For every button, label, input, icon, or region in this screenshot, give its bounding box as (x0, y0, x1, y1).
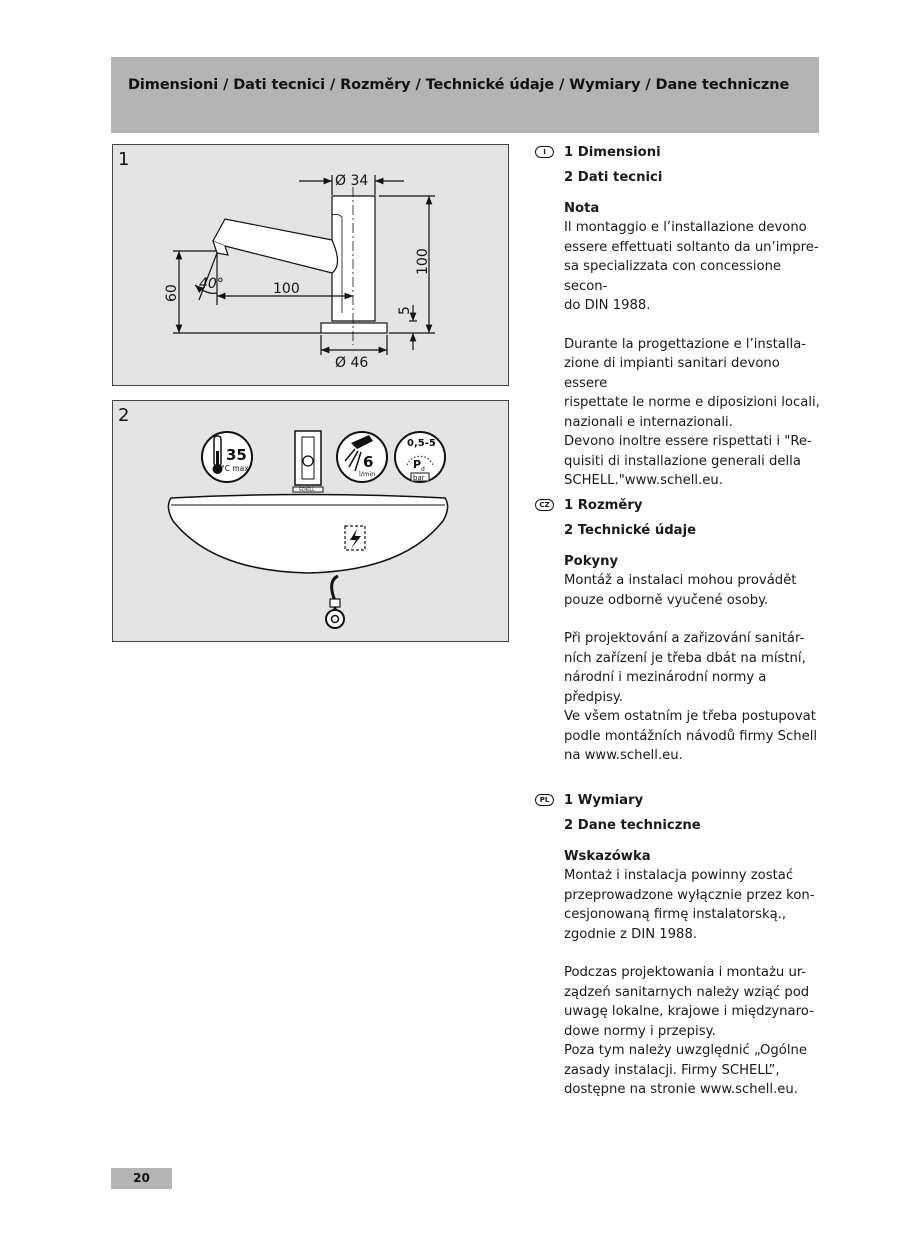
figure-number: 1 (118, 149, 130, 170)
heading-technical-data: 2 Technické údaje (564, 523, 697, 538)
figure-technical-data: 2 35 °C max SCHELL 6 (112, 400, 509, 642)
flow-value: 6 (363, 453, 373, 471)
faucet-front-view: SCHELL (292, 430, 324, 493)
dim-angle: 40° (199, 276, 224, 292)
dimension-drawing: Ø 34 Ø 46 100 40° 100 60 5 (164, 173, 435, 371)
pressure-symbol: P (413, 458, 421, 471)
note-paragraph-2: Podczas projektowania i montażu ur-ządze… (564, 965, 814, 1097)
dim-height: 100 (415, 248, 431, 275)
note-paragraph-2: Durante la progettazione e l’installa-zi… (564, 336, 820, 489)
page-number: 20 (111, 1168, 172, 1189)
language-badge-pl: PL (535, 794, 554, 806)
heading-dimensions: 1 Dimensioni (564, 145, 661, 160)
section-italian: I 1 Dimensioni 2 Dati tecnici Nota Il mo… (535, 143, 825, 491)
heading-note: Pokyny (564, 553, 619, 569)
heading-technical-data: 2 Dati tecnici (564, 170, 663, 185)
dim-top-diameter: Ø 34 (335, 173, 368, 189)
dim-base-diameter: Ø 46 (335, 355, 368, 371)
figure-number: 2 (118, 405, 130, 426)
flow-rate-icon: 6 l/min (336, 431, 388, 483)
note-paragraph-2: Při projektování a zařizování sanitár-ní… (564, 631, 818, 763)
pressure-gauge-icon: 0,5-5 P d bar (394, 431, 446, 483)
temperature-icon: 35 °C max (201, 431, 253, 483)
basin-drawing (167, 493, 449, 629)
heading-technical-data: 2 Dane techniczne (564, 818, 701, 833)
heading-note: Nota (564, 200, 600, 216)
heading-dimensions: 1 Rozměry (564, 498, 643, 513)
heading-dimensions: 1 Wymiary (564, 793, 644, 808)
figure-dimensions: 1 (112, 144, 509, 386)
heading-note: Wskazówka (564, 848, 651, 864)
section-czech: CZ 1 Rozměry 2 Technické údaje Pokyny Mo… (535, 496, 825, 766)
pressure-unit: bar (413, 474, 425, 482)
temp-value: 35 (226, 446, 247, 464)
dim-spout-height: 60 (164, 284, 180, 302)
pressure-subscript: d (421, 466, 425, 473)
dim-base-height: 5 (397, 306, 413, 315)
flow-unit: l/min (359, 470, 375, 478)
language-badge-it: I (535, 146, 554, 158)
temp-unit: °C max (221, 464, 249, 473)
technical-drawing: 35 °C max SCHELL 6 l/min 0,5-5 (167, 430, 449, 629)
language-badge-cz: CZ (535, 499, 554, 511)
pressure-range: 0,5-5 (407, 438, 436, 449)
page-title: Dimensioni / Dati tecnici / Rozměry / Te… (128, 77, 790, 93)
section-polish: PL 1 Wymiary 2 Dane techniczne Wskazówka… (535, 791, 825, 1100)
page-header-bar: Dimensioni / Dati tecnici / Rozměry / Te… (111, 57, 819, 133)
brand-mark: SCHELL (299, 487, 315, 492)
dim-reach: 100 (273, 281, 300, 297)
